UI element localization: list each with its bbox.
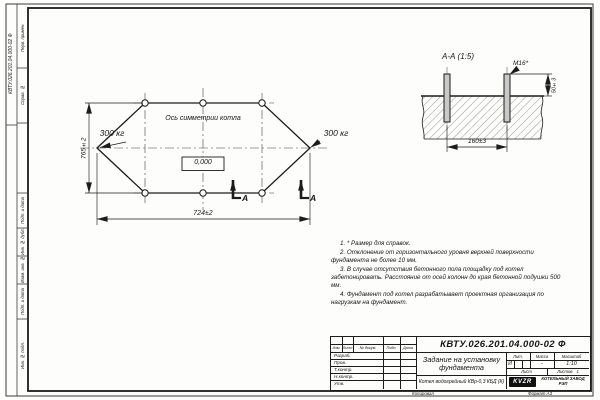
load-label-right: 300 кг bbox=[323, 128, 349, 138]
company-logo: KVZR bbox=[509, 377, 536, 387]
copied-label: Копировал bbox=[412, 390, 434, 396]
margin-cell-podp-data-2: Подп. и дата bbox=[20, 288, 25, 315]
sheet-frame bbox=[5, 3, 594, 397]
margin-cell-perv-primen: Перв. примен. bbox=[20, 23, 25, 53]
lit-value: И bbox=[508, 361, 512, 367]
anchor-bolt-hole bbox=[199, 99, 207, 107]
tb-col-list: Лист bbox=[342, 346, 353, 350]
tb-role-prov: Пров. bbox=[334, 360, 347, 365]
dim-height-label: 765±2 bbox=[80, 137, 88, 159]
doc-number: КВТУ.026.201.04.000-02 Ф bbox=[440, 339, 566, 350]
load-label-left: 300 кг bbox=[99, 128, 125, 138]
rotated-doc-number: КВТУ.026.201.04.000-02 Ф bbox=[8, 33, 14, 95]
product-name: Котел водогрейный КВр-0,3 КБД (К) bbox=[418, 378, 505, 385]
tb-col-dokum: № докум. bbox=[359, 346, 377, 350]
margin-cell-inv-podl: Инв. № подл. bbox=[20, 341, 25, 369]
margin-cell-inv-dubl: Инв. № дубл. bbox=[20, 228, 25, 256]
anchor-bolt-holes bbox=[141, 99, 266, 197]
note-item: 1. * Размер для справок. bbox=[340, 240, 411, 247]
margin-cell-podp-data-1: Подп. и дата bbox=[20, 197, 25, 224]
elevation-value: 0,000 bbox=[194, 159, 212, 166]
break-line-left bbox=[421, 95, 425, 140]
sheets-cell: Листов 1 bbox=[547, 368, 589, 375]
mass-value: - bbox=[541, 361, 543, 367]
elevation-box bbox=[181, 156, 225, 171]
notes-block: 1. * Размер для справок. 2. Отклонение о… bbox=[331, 240, 562, 308]
anchor-bolt-hole bbox=[199, 189, 207, 197]
doc-title: Задание на установку фундамента bbox=[422, 355, 501, 372]
lit-header: Лит. bbox=[513, 353, 523, 359]
break-line-right bbox=[540, 95, 544, 140]
anchor-bolt-hole bbox=[258, 189, 266, 197]
dim-height-765 bbox=[85, 102, 143, 194]
dim-width-label: 724±2 bbox=[193, 210, 213, 217]
tb-col-izm: Изм. bbox=[332, 346, 341, 350]
load-leader-left bbox=[99, 141, 127, 149]
sheets-label: Листов bbox=[557, 369, 573, 374]
anchor-bolt bbox=[443, 73, 451, 123]
scale-header: Масштаб bbox=[561, 353, 582, 359]
section-view bbox=[421, 65, 552, 152]
anchor-bolt-hole bbox=[258, 99, 266, 107]
margin-strip-dividers bbox=[17, 67, 28, 320]
section-letter-left: А bbox=[242, 193, 249, 203]
company-name: КОТЕЛЬНЫЙ ЗАВОД РЭП bbox=[541, 376, 585, 386]
thread-leader bbox=[509, 65, 520, 75]
scale-value: 1:10 bbox=[566, 361, 577, 367]
margin-cell-vzam-inv: Взам. инв. № bbox=[20, 256, 25, 284]
concrete-block-hatch bbox=[423, 96, 542, 139]
margin-cell-sprav-no: Справ. № bbox=[20, 85, 25, 106]
plan-view bbox=[80, 88, 327, 225]
note-item: 4. Фундамент под котел разрабатывает про… bbox=[331, 291, 544, 306]
tb-role-tkontr: Т.контр. bbox=[334, 367, 353, 372]
load-leader-right bbox=[310, 139, 321, 148]
note-item: 3. В случае отсутствия бетонного пола пл… bbox=[331, 266, 561, 289]
mass-header: Масса bbox=[535, 353, 549, 359]
tb-col-podp: Подп. bbox=[386, 346, 397, 350]
dim-bolt-spacing-label: 160±3 bbox=[467, 138, 487, 145]
tb-col-data: Дата bbox=[402, 346, 414, 350]
tb-role-nkontr: Н.контр. bbox=[334, 374, 354, 379]
anchor-bolt bbox=[503, 73, 511, 123]
title-block: Изм. Лист № докум. Подп. Дата Разраб. Пр… bbox=[330, 336, 591, 391]
tb-role-razrab: Разраб. bbox=[334, 353, 351, 358]
dim-bolt-spacing-160 bbox=[446, 125, 508, 152]
note-item: 2. Отклонение от горизонтального уровня … bbox=[331, 249, 534, 264]
tb-role-utv: Утв. bbox=[334, 381, 345, 386]
dim-width-724 bbox=[96, 153, 311, 225]
sheets-value: 1 bbox=[576, 369, 579, 374]
section-cut-marks bbox=[230, 180, 309, 200]
axis-of-symmetry-label: Ось симметрии котла bbox=[165, 115, 241, 122]
section-view-title: А-А (1:5) bbox=[441, 52, 474, 61]
section-letter-right: А bbox=[310, 193, 317, 203]
thread-size-label: М16* bbox=[513, 60, 529, 67]
format-label: Формат А3 bbox=[528, 390, 553, 396]
dim-bolt-height-50 bbox=[511, 73, 552, 97]
sheet-label: Лист bbox=[521, 369, 532, 374]
dim-bolt-height-label: 50±3 bbox=[551, 77, 558, 93]
